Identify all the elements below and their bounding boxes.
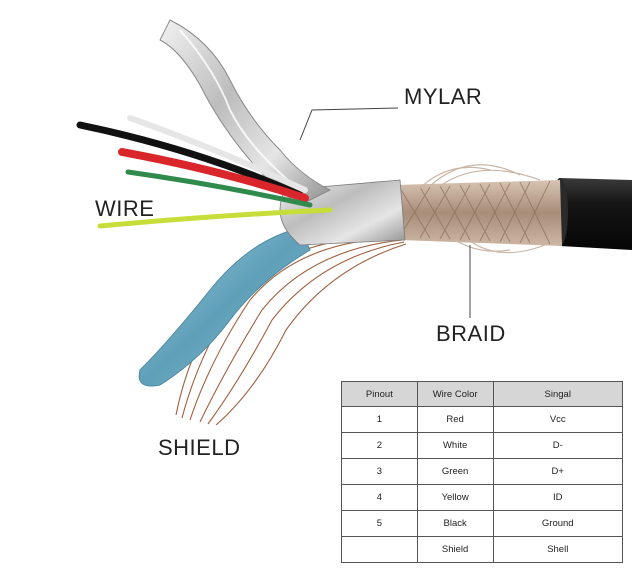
shield-foil [138,227,311,387]
table-row: Shield Shell [341,536,623,563]
table-row: 2 White D- [341,432,623,459]
pinout-table: Pinout Wire Color Singal 1 Red Vcc 2 Whi… [341,381,623,563]
braid-frayed-strands [419,164,546,254]
cell-signal: D+ [492,458,623,485]
cell-wire-color: White [416,432,494,459]
cell-signal: ID [492,484,623,511]
mylar-foil-crease [179,29,301,191]
cable-jacket [560,178,632,250]
label-wire: WIRE [95,196,155,221]
cell-signal: Vcc [492,406,623,433]
cell-signal: D- [492,432,623,459]
leader-lines [299,107,471,318]
cell-pinout: 2 [341,432,418,459]
table-row: 4 Yellow ID [341,484,623,511]
mylar-foil [159,19,332,206]
wire-black [76,121,304,199]
header-signal: Singal [492,381,623,407]
cell-pinout [341,536,418,563]
table-row: 3 Green D+ [341,458,623,485]
table-row: 1 Red Vcc [341,406,623,433]
cell-wire-color: Shield [416,536,494,563]
cell-signal: Ground [492,510,623,537]
header-wire-color: Wire Color [416,381,494,407]
wire-yellow [97,207,333,229]
cell-wire-color: Green [416,458,494,485]
cell-pinout: 1 [341,406,418,433]
label-braid: BRAID [436,321,506,346]
table-row: 5 Black Ground [341,510,623,537]
cell-wire-color: Yellow [416,484,494,511]
label-mylar: MYLAR [404,84,483,109]
cell-pinout: 3 [341,458,418,485]
cell-pinout: 4 [341,484,418,511]
braid-weave [399,180,551,245]
label-shield: SHIELD [158,435,241,460]
header-pinout: Pinout [341,381,418,407]
wire-red [118,148,309,202]
cell-signal: Shell [492,536,623,563]
leader-mylar [299,107,399,141]
wire-green [125,169,313,208]
cell-pinout: 5 [341,510,418,537]
wires [76,115,333,229]
cell-wire-color: Black [416,510,494,537]
cell-wire-color: Red [416,406,494,433]
wire-white [127,115,308,193]
table-header-row: Pinout Wire Color Singal [341,381,623,407]
